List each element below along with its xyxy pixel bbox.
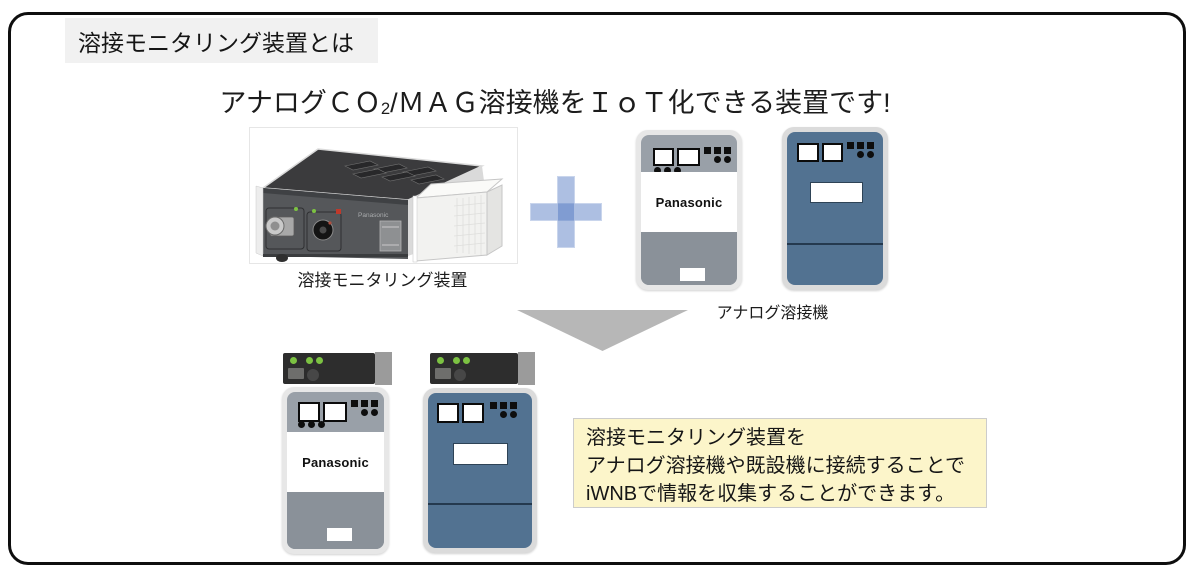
info-box: 溶接モニタリング装置を アナログ溶接機や既設機に接続することで iWNBで情報を…	[573, 418, 987, 508]
button-row	[847, 142, 874, 149]
name-plate	[680, 268, 705, 281]
sideunit-right-face	[486, 184, 503, 256]
device-bottom-edge	[263, 254, 408, 257]
headline-pre: アナログＣＯ	[219, 88, 381, 118]
analog-welder-blue	[782, 127, 888, 290]
connected-welder-gray: Panasonic	[282, 387, 389, 554]
title-box: 溶接モニタリング装置とは	[65, 18, 378, 63]
button-row	[704, 147, 731, 154]
device-knob-center	[319, 226, 327, 234]
led-green-2	[306, 357, 313, 364]
brand-label: Panasonic	[655, 194, 723, 210]
display-window-2	[323, 402, 347, 422]
monitor-device-image: Panasonic	[249, 127, 518, 264]
info-line-1: 溶接モニタリング装置を	[586, 427, 806, 449]
connected-welder-gray-body: Panasonic	[287, 392, 384, 549]
monitor-bar-right-endcap	[518, 352, 535, 385]
connected-welder-blue-body	[428, 393, 532, 548]
connected-welder-blue	[423, 388, 537, 553]
dot-row	[857, 151, 874, 158]
analog-welder-blue-body	[787, 132, 883, 285]
analog-welder-caption: アナログ溶接機	[716, 305, 829, 322]
device-label-plate	[379, 220, 402, 252]
front-panel: Panasonic	[287, 432, 384, 492]
button-cluster	[847, 142, 874, 158]
led-green-3	[463, 357, 470, 364]
plus-icon-vertical-bar	[557, 176, 575, 248]
seam-line	[428, 503, 532, 505]
dot-row	[714, 156, 731, 163]
headline-post: /ＭＡＧ溶接機をＩｏＴ化できる装置です!	[390, 88, 891, 118]
device-foot	[276, 254, 288, 262]
display-window-2	[462, 403, 484, 423]
plus-icon-horizontal-bar	[530, 203, 602, 221]
info-line-3: iWNBで情報を収集することができます。	[586, 483, 956, 505]
device-led-green-2	[312, 209, 316, 213]
display-window-1	[437, 403, 459, 423]
device-brand-text: Panasonic	[358, 212, 389, 219]
analog-welder-gray-body: Panasonic	[641, 135, 737, 285]
device-knob-mark	[328, 221, 332, 225]
sideunit-front-face	[415, 191, 488, 262]
device-led-green-1	[294, 207, 298, 211]
led-green-2	[453, 357, 460, 364]
device-led-red	[336, 209, 341, 214]
monitor-bar-left-endcap	[375, 352, 392, 385]
button-row	[351, 400, 378, 407]
device-left-trim	[255, 185, 264, 257]
front-panel: Panasonic	[641, 172, 737, 232]
page-title: 溶接モニタリング装置とは	[78, 29, 354, 56]
knob	[307, 369, 319, 381]
led-green-3	[316, 357, 323, 364]
display-window-1	[298, 402, 320, 422]
display-window-1	[653, 148, 674, 166]
display-window-2	[677, 148, 700, 166]
indicator-dots	[298, 421, 325, 428]
display-window-2	[822, 143, 843, 162]
button-cluster	[490, 402, 517, 418]
monitor-bar-left	[283, 353, 375, 384]
name-plate	[327, 528, 352, 541]
headline: アナログＣＯ2/ＭＡＧ溶接機をＩｏＴ化できる装置です!	[0, 81, 1110, 120]
led-green-1	[437, 357, 444, 364]
sideunit-left-trim	[412, 195, 418, 263]
monitor-bar-right	[430, 353, 518, 384]
indicator-dots	[654, 167, 681, 174]
device-vents	[344, 160, 445, 185]
port	[435, 368, 451, 379]
led-green-1	[290, 357, 297, 364]
brand-label: Panasonic	[302, 454, 369, 470]
device-front-top-edge	[263, 188, 408, 205]
front-window	[453, 443, 508, 465]
display-window-1	[797, 143, 819, 162]
button-cluster	[704, 147, 731, 163]
button-row	[490, 402, 517, 409]
dot-row	[500, 411, 517, 418]
port	[288, 368, 304, 379]
device-connector-core	[270, 221, 280, 231]
plus-icon	[530, 176, 602, 248]
device-front-face	[263, 188, 408, 259]
seam-line	[787, 243, 883, 245]
headline-subscript: 2	[380, 99, 391, 118]
analog-welder-gray: Panasonic	[636, 130, 742, 290]
knob	[454, 369, 466, 381]
monitor-device-caption: 溶接モニタリング装置	[297, 271, 468, 290]
monitor-device-illustration: Panasonic	[255, 148, 504, 263]
button-cluster	[351, 400, 378, 416]
dot-row	[361, 409, 378, 416]
front-window	[810, 182, 863, 203]
info-line-2: アナログ溶接機や既設機に接続することで	[586, 455, 965, 477]
sideunit-grille	[453, 195, 486, 255]
device-knob-panel	[306, 211, 342, 252]
